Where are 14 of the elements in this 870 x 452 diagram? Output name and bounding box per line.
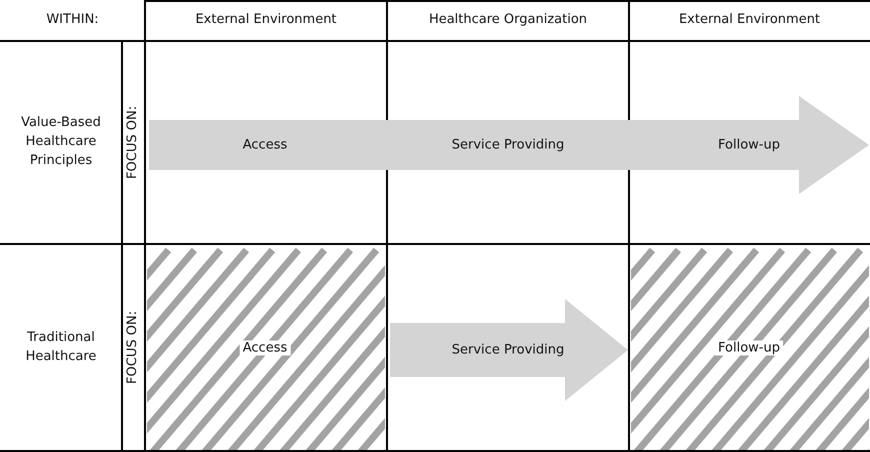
focus-label: FOCUS ON:	[124, 106, 142, 180]
column-header: External Environment	[678, 11, 820, 30]
row-header: Traditional Healthcare	[24, 328, 98, 366]
stage-label: Access	[242, 138, 288, 152]
focus-label: FOCUS ON:	[124, 310, 142, 384]
stage-label: Follow-up	[715, 340, 783, 356]
column-header: WITHIN:	[46, 11, 99, 30]
stage-label: Follow-up	[718, 138, 780, 152]
stage-label: Access	[240, 340, 290, 356]
stage-label: Service Providing	[452, 138, 564, 152]
column-header: External Environment	[195, 11, 337, 30]
row-header: Value-Based Healthcare Principles	[20, 114, 102, 170]
stage-label: Service Providing	[452, 342, 564, 358]
column-header: Healthcare Organization	[428, 11, 588, 30]
